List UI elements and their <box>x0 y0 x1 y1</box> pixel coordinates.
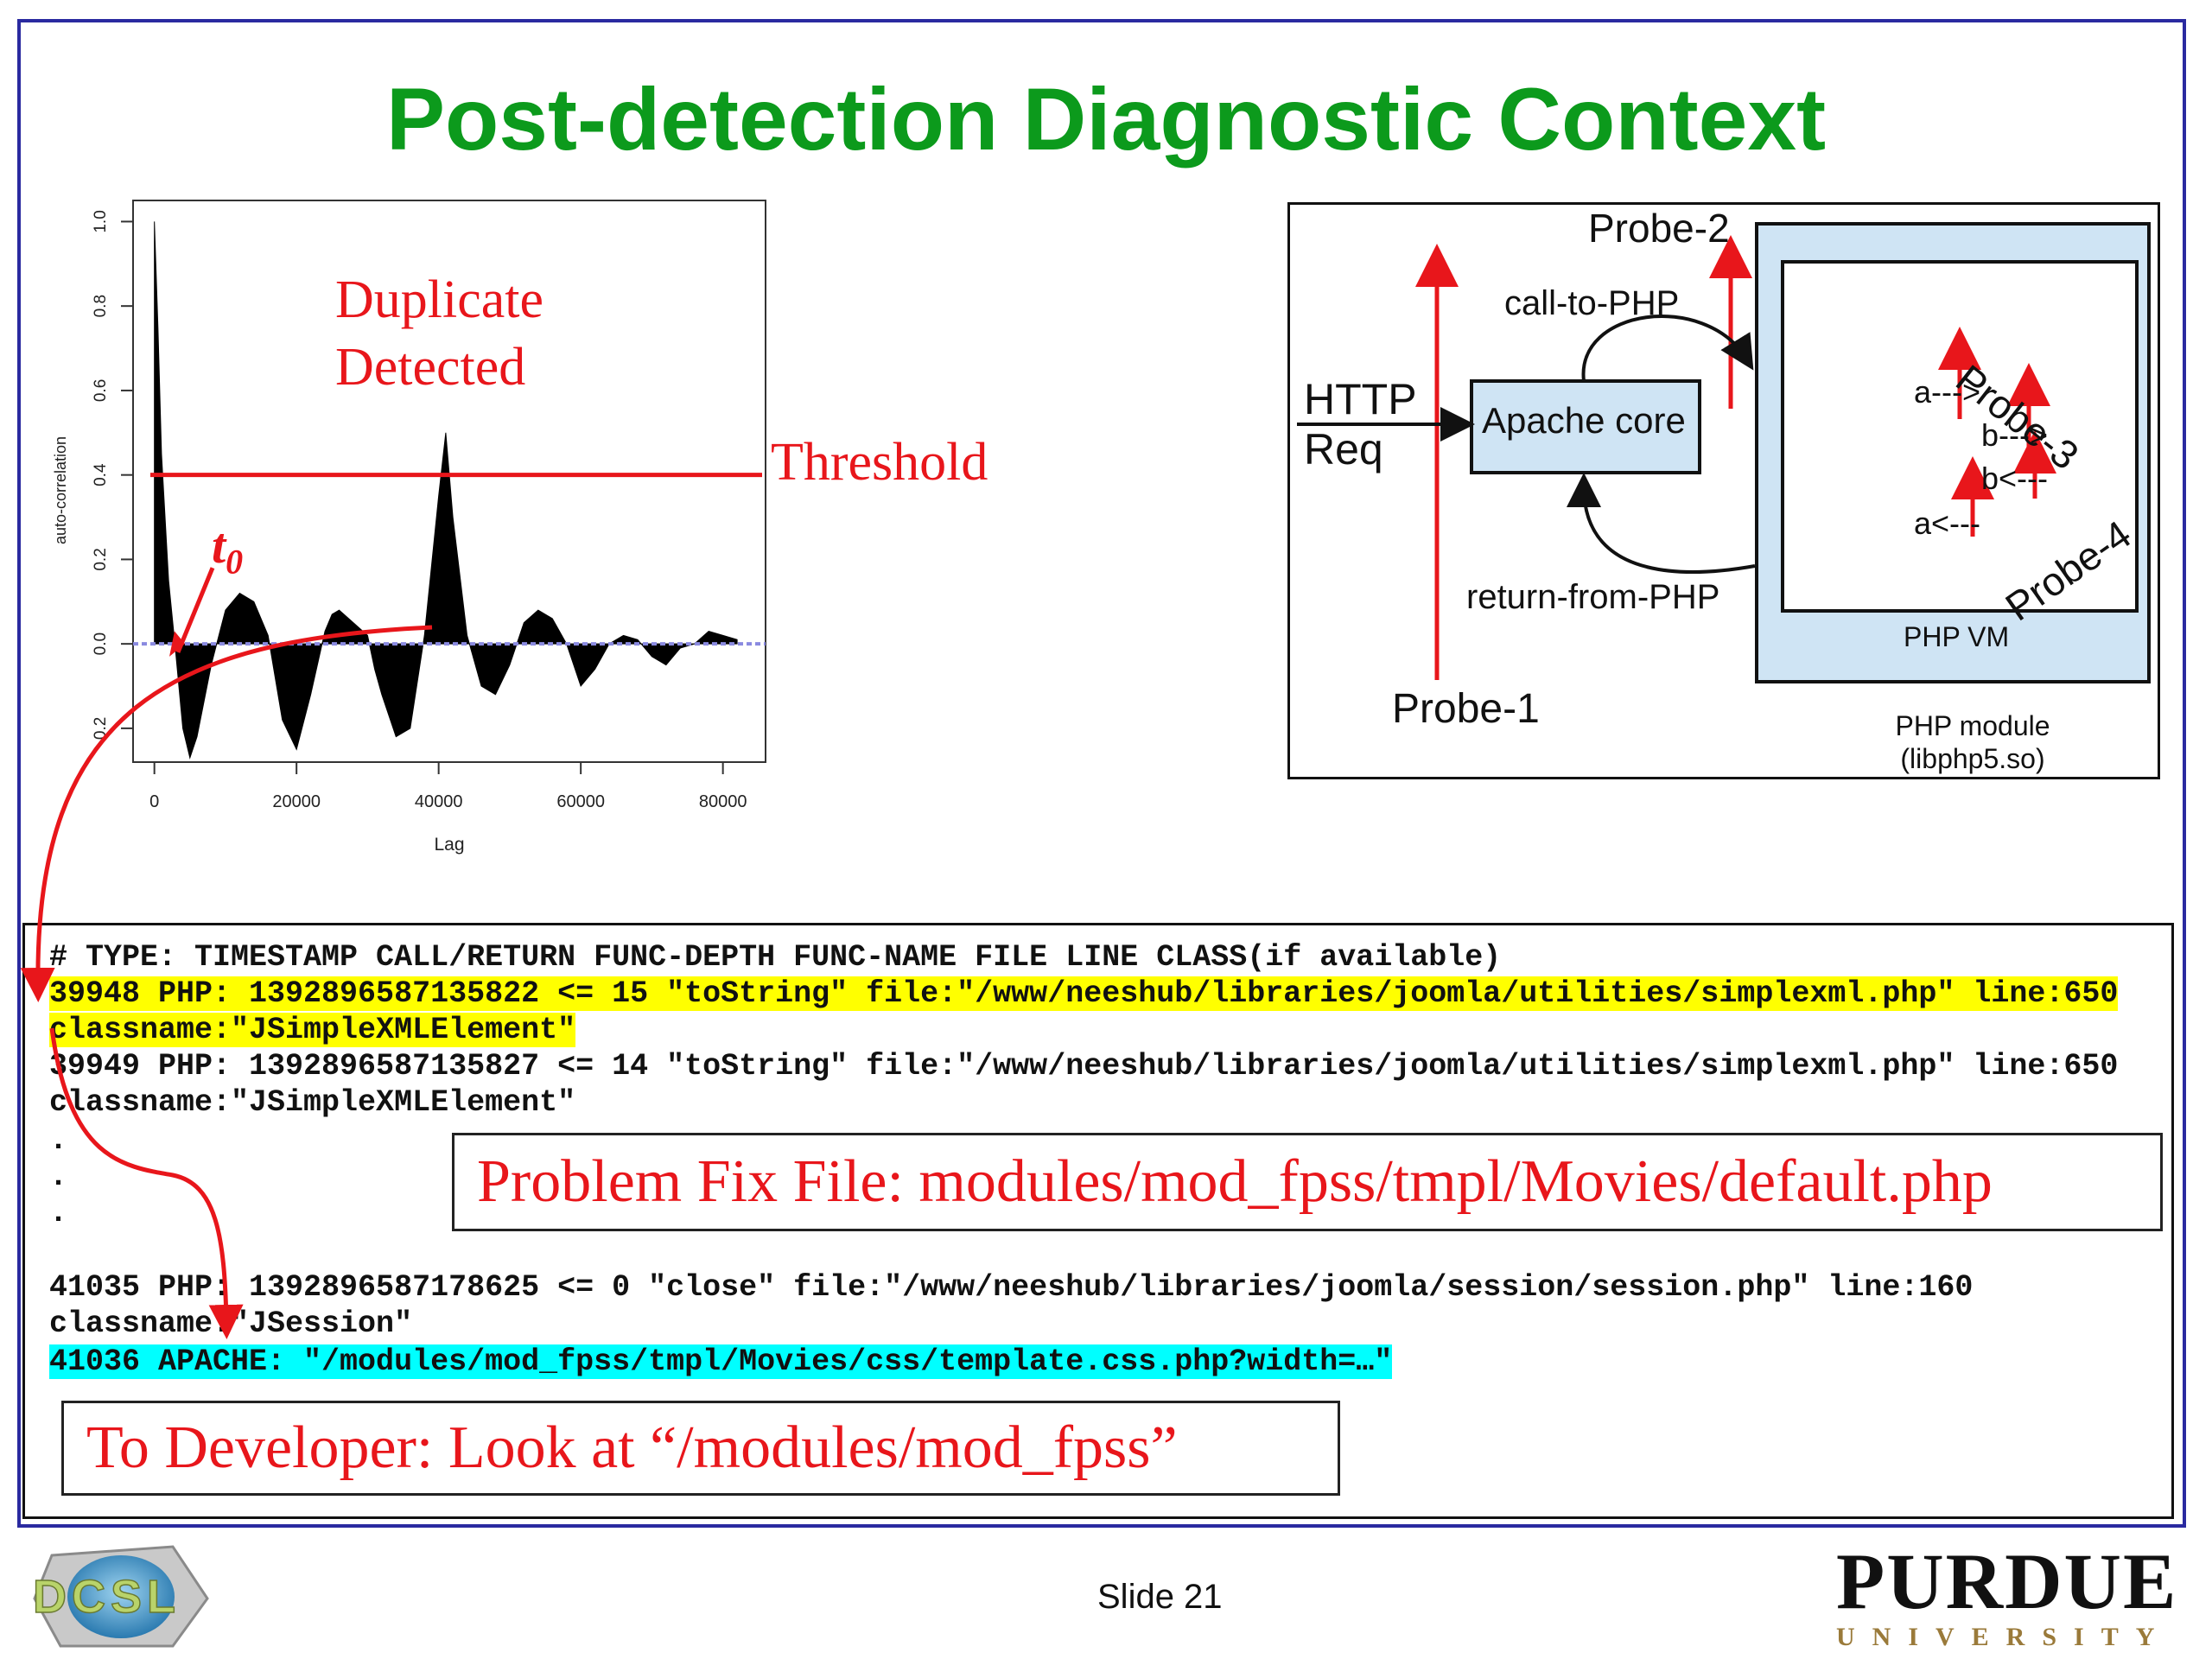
flow-b-return: b<--- <box>1981 461 2049 496</box>
probe2-label: Probe-2 <box>1588 206 1730 251</box>
y-tick-label: 0.2 <box>92 548 110 570</box>
slide-title: Post-detection Diagnostic Context <box>385 70 1827 168</box>
php-module-label: PHP module (libphp5.so) <box>1843 709 2102 775</box>
connector-to-apache-line <box>49 1027 244 1339</box>
x-tick-label: 40000 <box>415 792 463 811</box>
log-ellipsis: . <box>49 1159 67 1195</box>
log-line-apache-request: 41036 APACHE: "/modules/mod_fpss/tmpl/Mo… <box>49 1344 1393 1380</box>
duplicate-detected-annotation: Duplicate Detected <box>335 266 543 401</box>
x-axis-label: Lag <box>434 835 464 855</box>
t0-arrow <box>175 567 215 653</box>
y-tick-label: 0.2 <box>92 717 110 740</box>
php-module-line-2: (libphp5.so) <box>1900 743 2045 774</box>
probe1-label: Probe-1 <box>1392 686 1540 732</box>
flow-b-call: b---> <box>1981 417 2049 453</box>
return-from-php-arrow <box>1567 473 1756 574</box>
developer-callout-text: To Developer: Look at “/modules/mod_fpss… <box>86 1414 1178 1481</box>
x-tick-label: 60000 <box>556 792 605 811</box>
t0-annotation: t0 <box>212 517 243 582</box>
dcsl-logo-text: DCSL <box>33 1571 181 1623</box>
log-line-text: 39949 PHP: 1392896587135827 <= 14 "toStr… <box>49 1049 2119 1084</box>
return-from-php-label: return-from-PHP <box>1466 578 1720 616</box>
developer-callout: To Developer: Look at “/modules/mod_fpss… <box>61 1401 1340 1496</box>
t0-arrowhead <box>169 631 185 657</box>
log-header-line: # TYPE: TIMESTAMP CALL/RETURN FUNC-DEPTH… <box>49 939 1501 976</box>
threshold-annotation: Threshold <box>771 433 988 492</box>
log-line-text: # TYPE: TIMESTAMP CALL/RETURN FUNC-DEPTH… <box>49 940 1502 975</box>
log-line-text: . <box>49 1123 68 1158</box>
flow-a-return: a<--- <box>1914 505 1981 541</box>
x-tick-label: 0 <box>149 792 159 811</box>
log-ellipsis: . <box>49 1122 67 1159</box>
y-tick-label: 1.0 <box>92 210 110 232</box>
php-module-line-1: PHP module <box>1895 710 2050 741</box>
purdue-subtitle: UNIVERSITY <box>1836 1623 2172 1651</box>
slide-frame <box>17 19 2186 1528</box>
log-line-text: 39948 PHP: 1392896587135822 <= 15 "toStr… <box>49 976 2119 1011</box>
acf-area <box>154 221 738 760</box>
call-to-php-label: call-to-PHP <box>1504 284 1680 322</box>
problem-fix-text: Problem Fix File: modules/mod_fpss/tmpl/… <box>477 1148 1993 1215</box>
log-line-text: classname:"JSimpleXMLElement" <box>49 1013 576 1047</box>
acf-series <box>133 221 766 760</box>
y-tick-label: 0.0 <box>92 632 110 655</box>
x-tick-label: 20000 <box>272 792 321 811</box>
t0-base: t <box>212 518 226 574</box>
log-ellipsis: . <box>49 1195 67 1231</box>
dcsl-logo-graphic: DCSL <box>32 1545 209 1648</box>
autocorrelation-chart: 0 20000 40000 60000 80000 0.2 0.0 0.2 0.4 0.6 0.8 1… <box>92 200 766 855</box>
dcsl-logo: DCSL <box>26 1538 233 1659</box>
duplicate-line-2: Detected <box>335 338 526 397</box>
chart-axes: 0 20000 40000 60000 80000 0.2 0.0 0.2 0.4 0.6 0.8 1… <box>92 210 747 855</box>
duplicate-line-1: Duplicate <box>335 270 544 329</box>
req-line: Req <box>1304 425 1383 474</box>
connector-to-duplicate-line <box>20 625 433 1002</box>
log-line-duplicate-start-class: classname:"JSimpleXMLElement" <box>49 1012 576 1048</box>
probe-architecture-diagram: Probe-2 call-to-PHP HTTP Req Apache core… <box>1287 202 2160 779</box>
y-tick-label: 0.4 <box>92 463 110 486</box>
log-line-text: . <box>49 1160 68 1194</box>
x-tick-label: 80000 <box>699 792 747 811</box>
php-vm-box <box>1781 260 2139 613</box>
log-line: 39949 PHP: 1392896587135827 <= 14 "toStr… <box>49 1048 2118 1084</box>
purdue-wordmark: PURDUE <box>1836 1537 2178 1625</box>
log-line-text: classname:"JSimpleXMLElement" <box>49 1085 576 1120</box>
flow-a-call: a---> <box>1914 374 1981 410</box>
log-line-text: 41035 PHP: 1392896587178625 <= 0 "close"… <box>49 1270 1974 1305</box>
slide-number: Slide 21 <box>1097 1578 1223 1616</box>
call-to-php-arrow <box>1581 315 1754 382</box>
t0-sub: 0 <box>226 542 244 582</box>
apache-core-label: Apache core <box>1482 400 1686 441</box>
http-line: HTTP <box>1304 375 1417 423</box>
y-tick-label: 0.6 <box>92 379 110 402</box>
problem-fix-callout: Problem Fix File: modules/mod_fpss/tmpl/… <box>452 1133 2163 1231</box>
log-line-text: 41036 APACHE: "/modules/mod_fpss/tmpl/Mo… <box>49 1344 1393 1379</box>
php-vm-label: PHP VM <box>1904 621 2010 652</box>
purdue-logo: PURDUE UNIVERSITY <box>1836 1537 2178 1652</box>
log-line-duplicate-start: 39948 PHP: 1392896587135822 <= 15 "toStr… <box>49 976 2119 1012</box>
y-tick-label: 0.8 <box>92 295 110 317</box>
http-req-label: HTTP Req <box>1304 374 1417 474</box>
log-line: 41035 PHP: 1392896587178625 <= 0 "close"… <box>49 1269 1973 1306</box>
log-line: classname:"JSimpleXMLElement" <box>49 1084 575 1121</box>
log-line-text: . <box>49 1196 68 1230</box>
